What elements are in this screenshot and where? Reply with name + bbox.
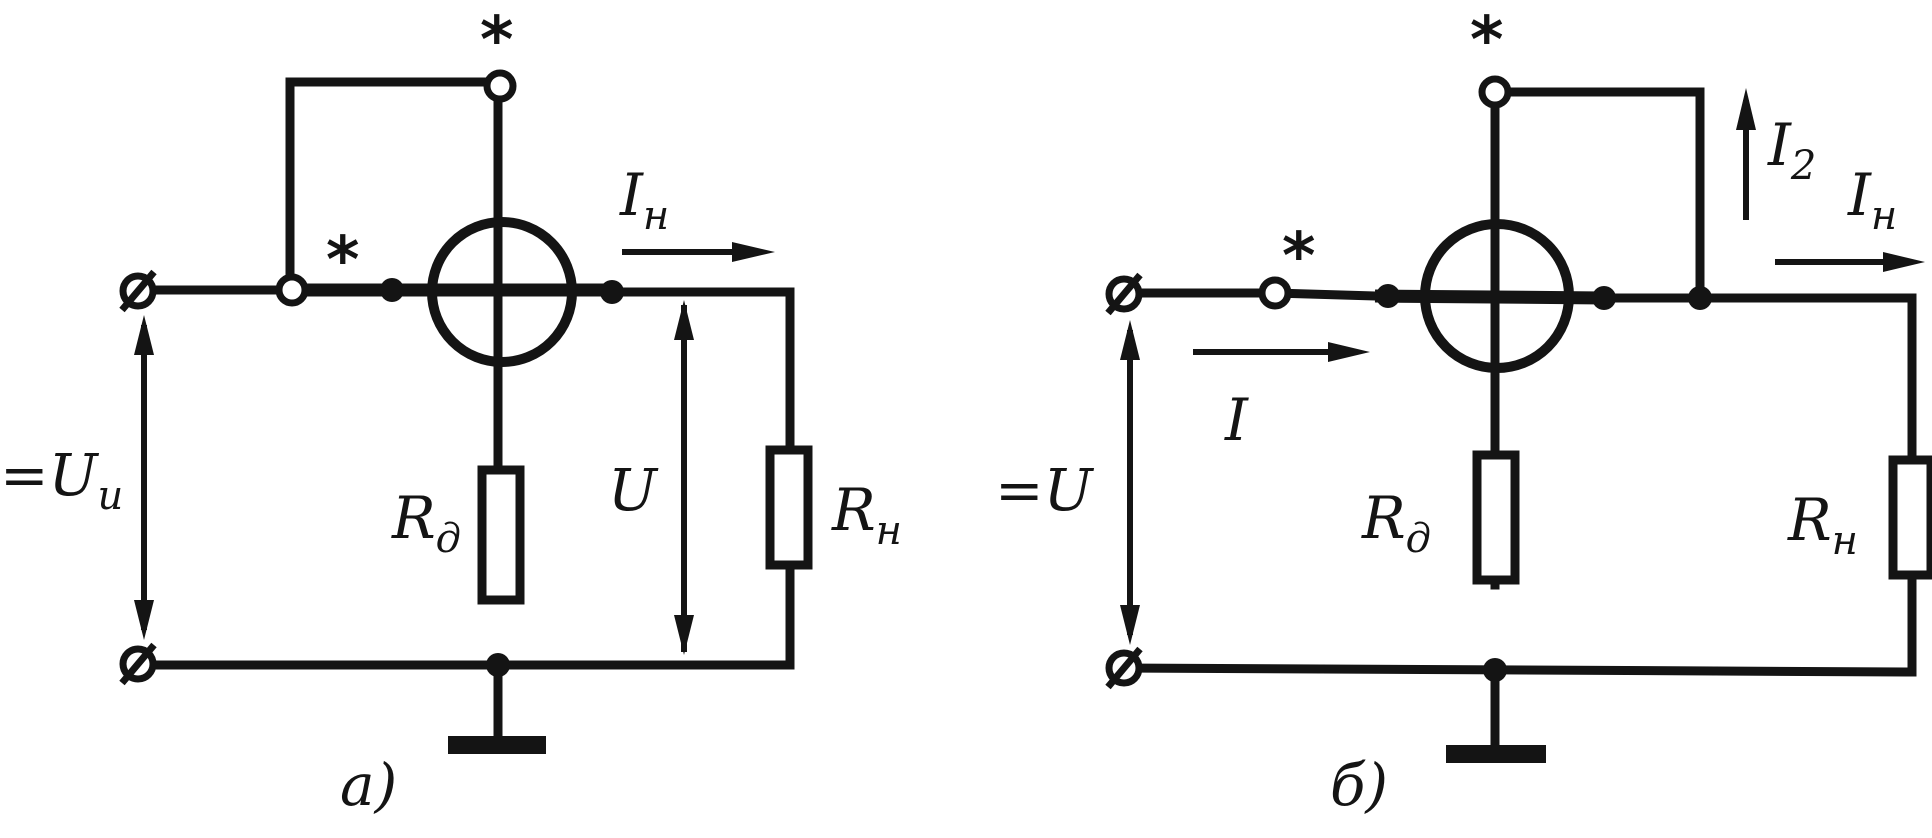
diagram-b-resistor-n — [1888, 455, 1932, 580]
diagram-b-node-ground — [1483, 658, 1507, 682]
diagram-b-open-node-current — [1258, 276, 1292, 310]
diagram-a-node-ground — [486, 653, 510, 677]
diagram-b-resistor-d-label: Rд — [1361, 484, 1431, 562]
diagram-a-star-top: * — [480, 4, 513, 78]
diagram-b-resistor-n-label: Rн — [1787, 486, 1858, 564]
diagram-b-voltage-coil-loop — [1490, 87, 1705, 303]
diagram-b-current2-arrow-head — [1736, 88, 1756, 130]
diagram-b-source-label: =U — [995, 456, 1095, 524]
diagram-b-source-arrow-top — [1120, 320, 1140, 360]
diagram-a-current-label: Iн — [619, 161, 669, 239]
diagram-a-resistor-d — [477, 465, 525, 605]
diagram-b-load-current-label: Iн — [1847, 161, 1897, 239]
diagram-a-open-node-voltage — [483, 69, 517, 103]
diagram-a-meter-circle — [427, 217, 577, 367]
diagram-b-open-node-voltage — [1478, 75, 1512, 109]
diagram-a-resistor-n-label: Rн — [831, 476, 902, 554]
diagram-b-node-junction — [1688, 286, 1712, 310]
diagram-a-source-arrow-bottom — [134, 600, 154, 640]
diagram-b-input-current-label: I — [1224, 386, 1249, 454]
diagram-b-load-current-arrow-head — [1883, 252, 1925, 272]
diagram-a-node-right — [600, 280, 624, 304]
diagram-b-input-to-coil — [1270, 288, 1380, 301]
diagram-b-source-arrow-bottom — [1120, 605, 1140, 645]
diagram-a-ground-bar — [448, 736, 546, 754]
diagram-a-load-return-wire — [135, 555, 795, 670]
diagram-b-terminal-bottom — [1105, 646, 1143, 690]
diagram-a-resistor-n — [765, 445, 813, 570]
diagram-b: * * =U I I2 Iн Rд Rн б) — [995, 4, 1932, 819]
diagram-a-voltage-label: U — [608, 456, 659, 524]
diagram-a-source-label: =Uи — [0, 441, 123, 519]
diagram-a-resistor-d-label: Rд — [391, 484, 461, 562]
diagram-b-caption: б) — [1330, 751, 1388, 819]
diagram-b-output-wire — [1600, 293, 1917, 465]
diagram-a-voltage-coil-loop — [285, 77, 503, 295]
diagram-a-star-left: * — [326, 224, 359, 298]
diagram-a-current-arrow-head — [732, 242, 775, 262]
diagram-a-voltage-arrow-top — [674, 300, 694, 340]
diagram-b-star-top: * — [1470, 4, 1503, 78]
diagram-b-node-right — [1592, 286, 1616, 310]
diagram-a-source-arrow-top — [134, 315, 154, 355]
diagram-a-output-wire — [607, 287, 795, 465]
diagram-a-voltage-arrow-bottom — [674, 615, 694, 655]
diagram-a-caption: а) — [340, 751, 397, 819]
diagram-b-star-left: * — [1282, 220, 1315, 294]
diagram-b-resistor-d — [1472, 450, 1520, 585]
diagram-a-open-node-current — [275, 273, 309, 307]
diagram-b-current2-label: I2 — [1767, 111, 1816, 189]
diagram-b-ground-bar — [1446, 745, 1546, 763]
diagram-b-terminal-top — [1105, 272, 1143, 316]
diagram-b-load-return-wire — [1120, 565, 1917, 677]
diagram-a-terminal-bottom — [119, 642, 157, 686]
diagram-a-node-left — [380, 278, 404, 302]
diagram-a-terminal-top — [119, 269, 157, 313]
diagram-a: * * =Uи Iн U Rд Rн а) — [0, 4, 902, 819]
diagram-b-meter-circle — [1420, 219, 1574, 373]
diagram-b-input-current-arrow-head — [1328, 342, 1370, 362]
diagram-b-node-left — [1376, 284, 1400, 308]
